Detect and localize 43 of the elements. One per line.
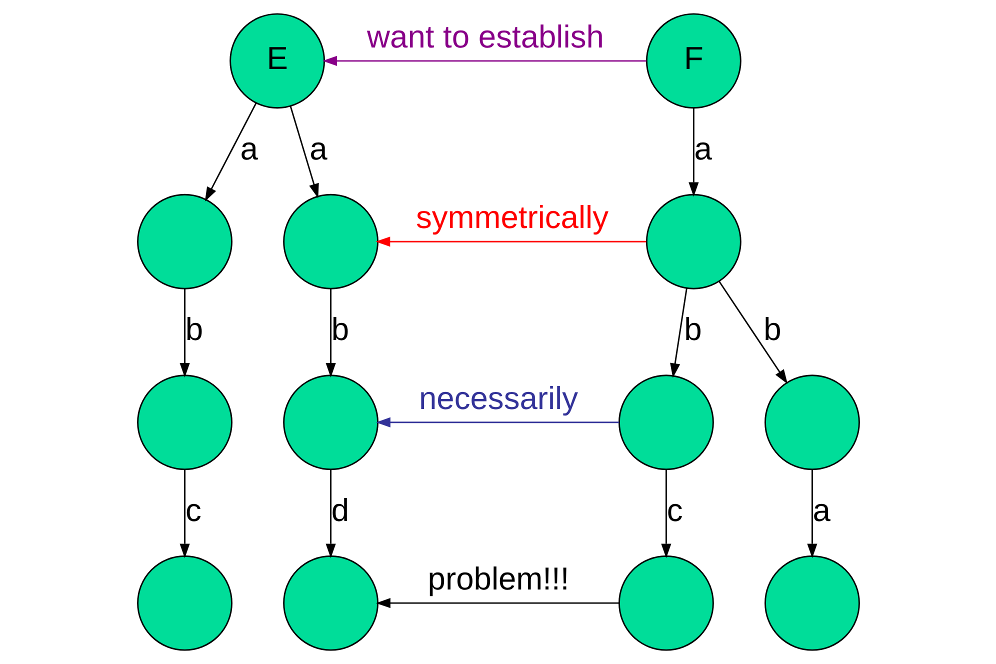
arrow [375,417,619,428]
node-circle [136,194,232,290]
node-circle [282,374,378,470]
arrow [179,288,190,378]
node-circle [136,555,232,651]
edge-label: want to establish [366,18,604,54]
edge-label: b [684,311,702,348]
edge-label: b [763,311,781,348]
arrow [322,56,646,66]
arrow [179,470,190,558]
arrow [688,108,698,197]
arrow [325,288,336,378]
edge-label: d [330,492,349,528]
node-circle: E [229,13,324,109]
arrow [375,236,646,247]
node-circle: F [645,13,741,109]
node-circle [282,194,378,290]
arrow [670,288,687,378]
edge-label: b [184,311,203,348]
arrow [375,598,619,608]
node-circle [282,555,378,651]
edge-label: a [240,130,258,166]
node-circle [764,555,860,651]
node-circle [764,374,860,470]
node-circle [136,374,232,470]
arrow [718,280,788,384]
edge-label: necessarily [418,380,578,416]
edge-label: a [694,130,712,166]
arrow [289,106,318,198]
arrow [204,102,256,202]
edge-label: a [309,130,327,166]
edge-label: c [184,492,201,528]
node-circle [645,194,741,290]
edge-label: a [812,492,830,528]
arrow [660,470,671,558]
edge-label: c [666,492,682,528]
arrow [806,470,817,558]
arrow [325,470,336,558]
edge-label: symmetrically [415,199,608,236]
edge-label: b [330,311,349,348]
edge-label: problem!!! [427,560,569,596]
node-circle [618,555,714,651]
node-circle [618,374,714,470]
